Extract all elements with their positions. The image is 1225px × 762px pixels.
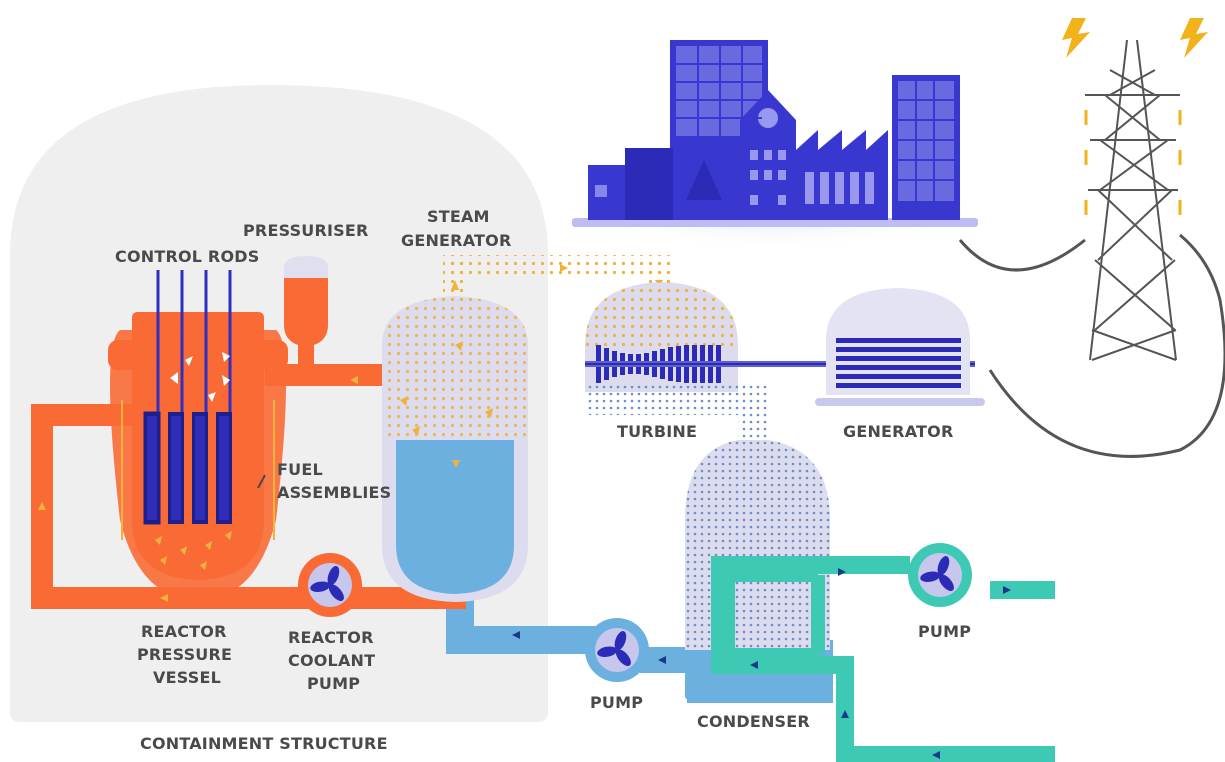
label-fuel-assemblies-1: FUEL	[277, 460, 323, 479]
cooling-water-pump	[908, 543, 972, 607]
lightning-bolt-icon	[1062, 18, 1090, 58]
label-pump-right: PUMP	[918, 622, 971, 641]
label-steam-generator-1: STEAM	[427, 207, 490, 226]
label-control-rods: CONTROL RODS	[115, 247, 259, 266]
label-pressuriser: PRESSURISER	[243, 221, 369, 240]
label-pump-left: PUMP	[590, 693, 643, 712]
label-rpv-2: PRESSURE	[137, 645, 232, 664]
city-buildings-icon	[565, 40, 985, 250]
label-containment-structure: CONTAINMENT STRUCTURE	[140, 734, 388, 753]
transmission-pylon-icon	[958, 39, 1225, 458]
label-steam-generator-2: GENERATOR	[401, 231, 511, 250]
water-flow-arrows	[512, 568, 1011, 759]
label-generator: GENERATOR	[843, 422, 953, 441]
pressuriser	[284, 256, 328, 375]
label-rpv-3: VESSEL	[153, 668, 221, 687]
fuel-assemblies	[121, 400, 275, 540]
label-fuel-assemblies-2: ASSEMBLIES	[277, 483, 391, 502]
label-turbine: TURBINE	[617, 422, 697, 441]
steam-generator	[382, 296, 528, 602]
label-rcp-2: COOLANT	[288, 651, 375, 670]
reactor-coolant-pump	[298, 553, 362, 617]
turbine	[585, 282, 975, 445]
control-rods	[156, 270, 232, 412]
pylon-voltage-marks	[1084, 110, 1182, 215]
label-rcp-3: PUMP	[307, 674, 360, 693]
label-rpv-1: REACTOR	[141, 622, 227, 641]
reactor-flow-arrows	[38, 352, 358, 602]
generator	[815, 288, 985, 406]
label-rcp-1: REACTOR	[288, 628, 374, 647]
cooling-water-loop	[711, 556, 1055, 762]
lightning-bolt-icon	[1180, 18, 1208, 58]
feedwater-pump	[585, 618, 649, 682]
label-condenser: CONDENSER	[697, 712, 810, 731]
